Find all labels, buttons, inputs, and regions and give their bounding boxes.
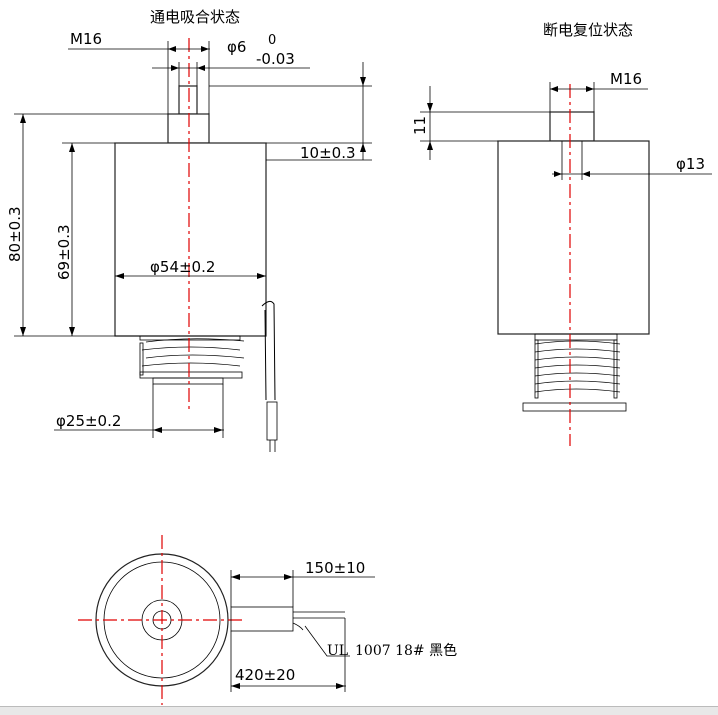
left-view <box>114 38 278 452</box>
right-thread-nut <box>549 111 595 142</box>
dim-plunger-dia: φ13 <box>676 155 705 173</box>
left-spring-top <box>139 335 241 341</box>
left-dimensions: M16 φ6 0 -0.03 10±0.3 80±0.3 69±0.3 <box>6 30 372 438</box>
left-spring-coils <box>141 338 245 367</box>
right-spring-side-r <box>613 339 618 399</box>
wire-note-spec: 1007 18# 黑色 <box>355 642 457 659</box>
dim-body-height: 69±0.3 <box>55 224 73 280</box>
left-main-body <box>114 142 267 337</box>
dim-shaft-tol-upper: 0 <box>268 33 276 48</box>
left-lead-wire <box>261 300 276 401</box>
title-deenergized: 断电复位状态 <box>543 21 633 39</box>
window-bottom-bar <box>0 706 718 715</box>
right-spring-top <box>534 333 618 341</box>
right-base-ring <box>522 402 627 412</box>
bottom-view <box>78 535 345 705</box>
dim-stroke: 10±0.3 <box>300 144 356 162</box>
dim-shaft-dia: φ6 <box>227 38 246 56</box>
left-lead-ends <box>269 440 276 452</box>
wire-note-ul: UL <box>327 643 348 659</box>
left-spring-side <box>139 342 144 376</box>
dim-total-height: 80±0.3 <box>6 206 24 262</box>
dim-lead-strip: 150±10 <box>305 559 365 577</box>
title-energized: 通电吸合状态 <box>150 8 240 26</box>
bottom-dimensions: 150±10 420±20 UL 1007 18# 黑色 <box>230 559 457 692</box>
right-spring-coils <box>534 340 621 393</box>
bottom-lead-sleeve <box>230 606 294 632</box>
wire-note-leader <box>304 625 350 657</box>
left-lead-sleeve <box>266 401 278 441</box>
bottom-lead-wires <box>292 611 345 631</box>
dim-m16-right: M16 <box>610 70 642 88</box>
left-base-ring <box>139 371 243 379</box>
left-base-flange <box>152 377 224 385</box>
right-view <box>497 84 650 446</box>
dim-m16-left: M16 <box>70 30 102 48</box>
dim-flange-dia: φ25±0.2 <box>56 412 121 430</box>
right-main-body <box>497 140 650 335</box>
dim-lead-total: 420±20 <box>235 666 295 684</box>
left-shaft <box>178 85 198 115</box>
right-dimensions: M16 11 φ13 <box>411 70 712 180</box>
right-spring-side-l <box>534 339 539 399</box>
dim-shaft-tol-lower: -0.03 <box>256 50 295 68</box>
dim-body-dia: φ54±0.2 <box>150 258 215 276</box>
dim-thread-len: 11 <box>411 116 429 135</box>
